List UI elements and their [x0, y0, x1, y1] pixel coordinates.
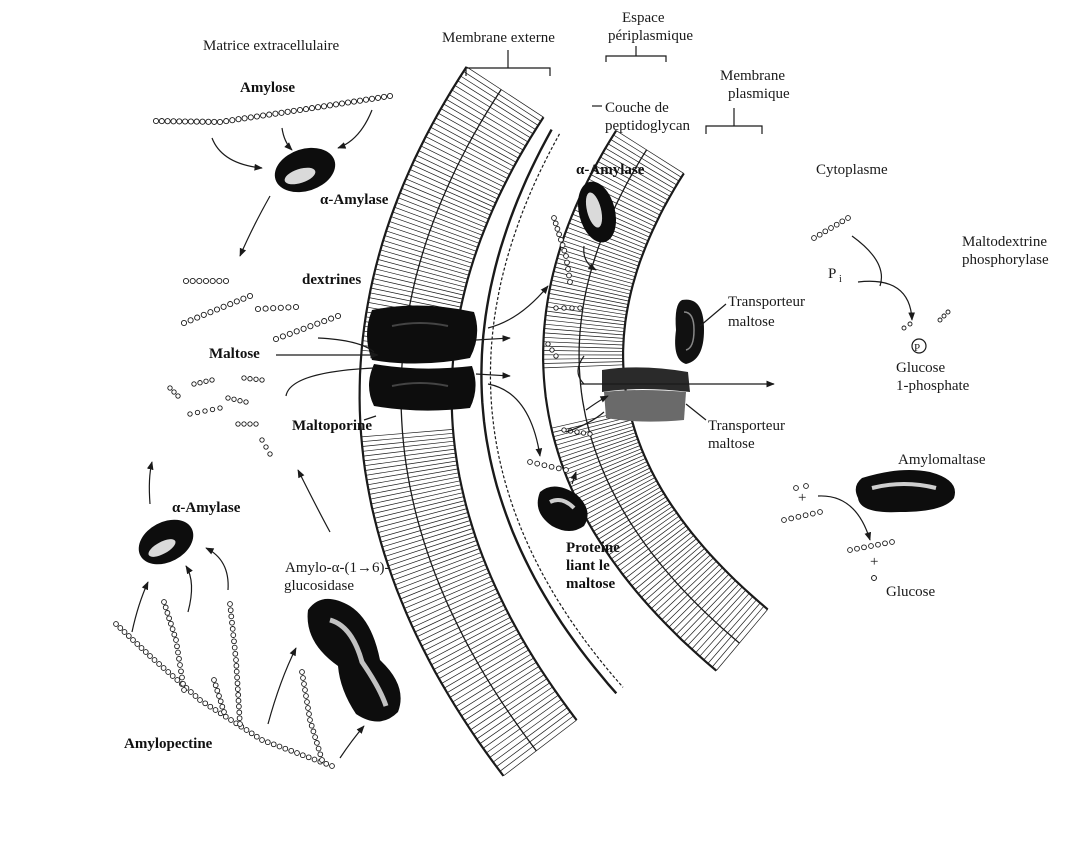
arrow-amylopectine-to-glucosidase [267, 647, 297, 725]
label-glucose-phosphate-2: 1-phosphate [896, 378, 970, 394]
arrow-transporter-bottom-pointer [685, 403, 707, 421]
label-plasma-membrane-2: plasmique [728, 86, 790, 102]
alpha-amylase-top-enzyme [274, 147, 336, 193]
arrow-porin-to-amylase [487, 285, 549, 329]
label-transporter-bottom-1: Transporteur [708, 418, 785, 434]
arrow-transporter-top-pointer [699, 303, 727, 327]
arrow-amylopectine-to-amylase-3 [205, 547, 229, 591]
arrow-amylopectine-to-amylase-1 [131, 581, 149, 633]
label-brackets [465, 46, 763, 134]
phosphate-group: P [911, 338, 927, 354]
label-phosphorylase-1: Maltodextrine [962, 234, 1047, 250]
label-matrice: Matrice extracellulaire [203, 38, 340, 54]
label-pi: P [828, 266, 836, 282]
label-maltose: Maltose [209, 346, 260, 362]
pathway-arrows [131, 105, 916, 759]
arrow-amylase-peri-down [583, 245, 597, 271]
phosphate-p: P [914, 342, 920, 354]
arrow-porin-out-lower [475, 372, 511, 379]
label-glucose: Glucose [886, 584, 935, 600]
label-amylase-periplasm: α-Amylase [576, 162, 645, 178]
peptidoglycan-layer [480, 129, 624, 695]
label-transporter-bottom-2: maltose [708, 436, 755, 452]
arrow-dextrines-into-porin [317, 337, 375, 353]
label-phosphorylase-2: phosphorylase [962, 252, 1049, 268]
label-binding-protein-3: maltose [566, 576, 615, 592]
outer-membrane-bracket [465, 50, 551, 76]
label-amylase-left: α-Amylase [172, 500, 241, 516]
maltose-binding-protein [537, 486, 588, 531]
arrow-amylase-to-dextrines [239, 195, 271, 257]
amylo-glucosidase-enzyme [307, 598, 401, 722]
label-periplasmic-1: Espace [622, 10, 665, 26]
label-amylose: Amylose [240, 80, 295, 96]
plasma-membrane [541, 130, 769, 672]
label-plus-2: + [870, 554, 878, 570]
arrow-porin-out-upper [475, 335, 511, 342]
outer-membrane [358, 66, 578, 777]
label-peptidoglycan-2: peptidoglycan [605, 118, 690, 134]
arrow-phosphorylase-2 [857, 280, 916, 321]
amylomaltase-enzyme [855, 470, 955, 513]
arrow-transporter-curve [577, 355, 585, 385]
label-amylo-glucosidase-1: Amylo-α-(1→6)- [285, 560, 390, 576]
arrow-periplasm-chain [565, 411, 605, 433]
maltose-transporter-complex [602, 299, 704, 422]
alpha-amylase-left-enzyme [138, 519, 194, 565]
arrow-amylopectine-to-amylase-2 [185, 565, 193, 613]
arrow-amylopectine-to-glucosidase-2 [339, 725, 365, 759]
glucose-chains [113, 92, 951, 769]
label-binding-protein-1: Proteine [566, 540, 620, 556]
arrow-maltose-small-into-porin [285, 367, 375, 397]
plasma-membrane-bracket [705, 108, 763, 134]
label-peptidoglycan-1: Couche de [605, 100, 669, 116]
label-transporter-top-2: maltose [728, 314, 775, 330]
arrow-glucosidase-up [297, 469, 331, 533]
label-cytoplasm: Cytoplasme [816, 162, 888, 178]
arrow-phosphorylase [851, 235, 882, 287]
label-plus-1: + [798, 490, 806, 506]
arrow-amylose-to-amylase-mid [281, 127, 293, 151]
label-amylase-top: α-Amylase [320, 192, 389, 208]
periplasmic-bracket [605, 46, 667, 62]
label-transporter-top-1: Transporteur [728, 294, 805, 310]
label-amylo-glucosidase-2: glucosidase [284, 578, 354, 594]
label-glucose-phosphate-1: Glucose [896, 360, 945, 376]
arrow-transporter-lower [585, 395, 609, 411]
label-amylomaltase: Amylomaltase [898, 452, 986, 468]
label-dextrines: dextrines [302, 272, 361, 288]
arrow-porin-to-binding [487, 383, 543, 457]
maltoporine-channel [367, 305, 478, 411]
arrow-amylose-to-amylase-right [337, 109, 373, 149]
label-outer-membrane: Membrane externe [442, 30, 555, 46]
label-plasma-membrane-1: Membrane [720, 68, 785, 84]
alpha-amylase-periplasm-enzyme [577, 181, 617, 243]
arrow-amylomaltase [817, 495, 872, 541]
label-amylopectine: Amylopectine [124, 736, 213, 752]
label-maltoporine: Maltoporine [292, 418, 372, 434]
arrow-maltose-up [146, 461, 154, 505]
label-binding-protein-2: liant le [566, 558, 610, 574]
arrow-maltoporine-pointer [363, 415, 377, 421]
arrow-binding-up [570, 471, 577, 485]
label-periplasmic-2: périplasmique [608, 28, 693, 44]
labels: Matrice extracellulaire Amylose α-Amylas… [124, 10, 1049, 752]
arrow-amylose-to-amylase-left [211, 137, 263, 171]
label-pi-sub: i [839, 274, 842, 285]
